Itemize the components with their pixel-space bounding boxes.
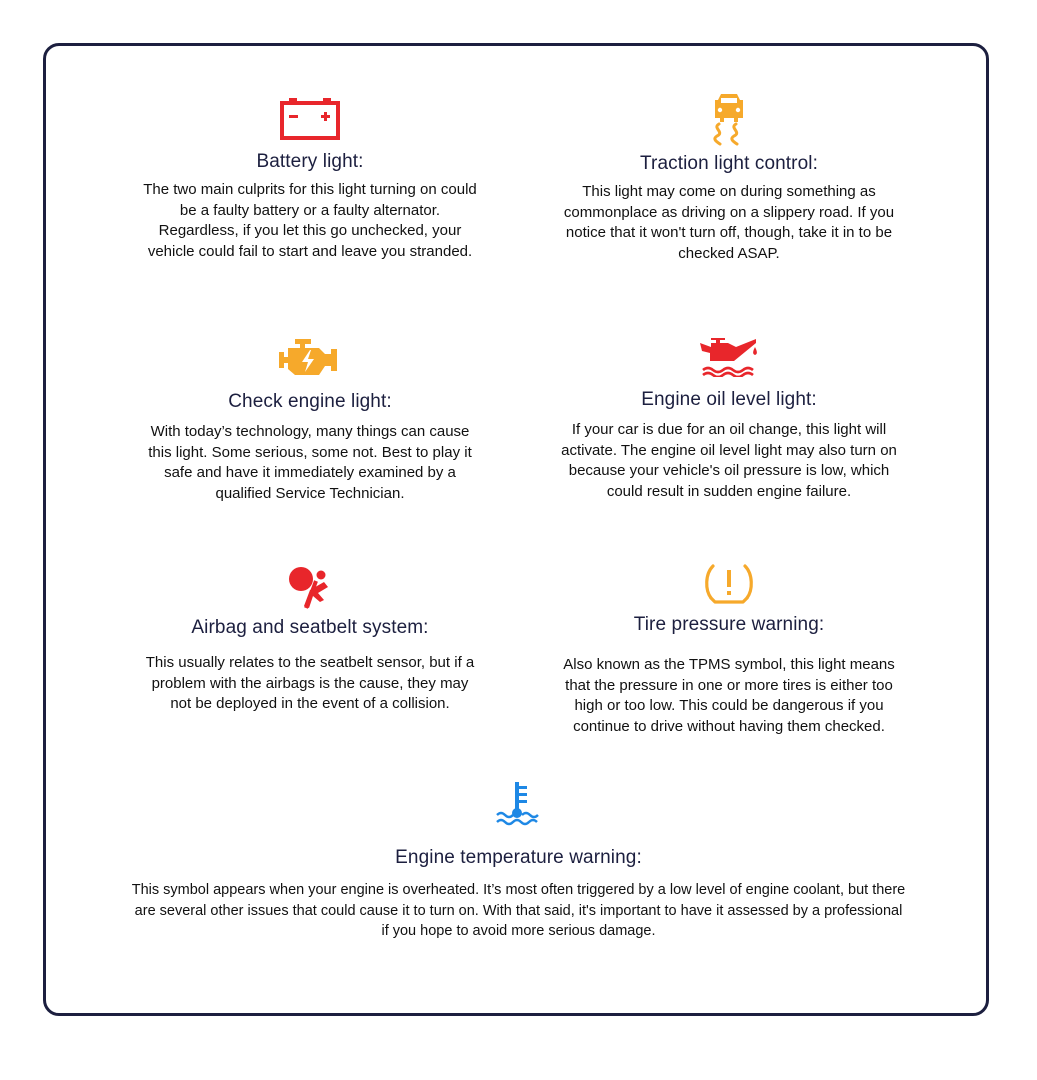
oil-can-icon [700, 338, 757, 377]
traction-light-section: Traction light control: This light may c… [558, 92, 900, 264]
airbag-icon [289, 567, 328, 609]
check-engine-section: Check engine light: With today’s technol… [140, 338, 480, 504]
tire-pressure-section: Tire pressure warning: Also known as the… [558, 562, 900, 737]
warning-lights-card [43, 43, 989, 1016]
section-body: With today’s technology, many things can… [148, 423, 472, 502]
section-title: Battery light: [256, 151, 364, 172]
battery-icon [280, 98, 340, 140]
section-body: The two main culprits for this light tur… [143, 181, 477, 260]
airbag-section: Airbag and seatbelt system: This usually… [140, 566, 480, 715]
traction-control-icon [713, 94, 743, 146]
section-body: This symbol appears when your engine is … [131, 882, 906, 939]
oil-level-section: Engine oil level light: If your car is d… [558, 337, 900, 502]
section-body: This light may come on during something … [563, 183, 895, 262]
section-body: This usually relates to the seatbelt sen… [145, 654, 475, 712]
section-body: If your car is due for an oil change, th… [561, 421, 897, 500]
engine-temperature-icon [495, 782, 539, 826]
section-title: Engine oil level light: [641, 389, 817, 410]
section-title: Airbag and seatbelt system: [191, 617, 429, 638]
section-title: Check engine light: [228, 391, 392, 412]
tire-pressure-icon [705, 564, 753, 604]
section-title: Traction light control: [640, 153, 818, 174]
section-title: Tire pressure warning: [633, 614, 825, 635]
section-body: Also known as the TPMS symbol, this ligh… [563, 656, 895, 735]
battery-light-section: Battery light: The two main culprits for… [140, 98, 480, 262]
check-engine-icon [279, 339, 337, 375]
section-title: Engine temperature warning: [395, 847, 642, 868]
engine-temperature-section: Engine temperature warning: This symbol … [130, 780, 907, 942]
